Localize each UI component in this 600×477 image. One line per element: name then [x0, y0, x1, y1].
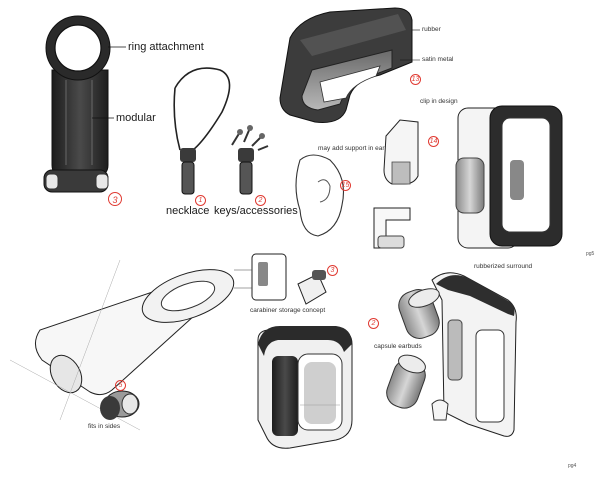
clip-in-concept: [455, 105, 563, 249]
rubber-label: rubber: [422, 26, 441, 33]
necklace-label: necklace: [166, 205, 210, 217]
ring-attachment-label: ring attachment: [128, 41, 204, 53]
concept-number-fits: 5: [115, 380, 126, 391]
clip-in-design-label: clip in design: [420, 98, 458, 105]
satin-metal-label: satin metal: [422, 56, 454, 63]
carabiner-storage-label: carabiner storage concept: [250, 307, 326, 314]
concept-number-carabiner: 13: [410, 74, 421, 85]
keys-concept: [231, 125, 269, 195]
rubberized-surround-label: rubberized surround: [474, 263, 533, 270]
concept-number-keys: 2: [255, 195, 266, 206]
modular-ring-concept: [43, 15, 126, 193]
page-number-5: pg5: [586, 251, 595, 257]
rendered-carabiner: [257, 326, 353, 449]
concept-number-ear: 15: [340, 180, 351, 191]
carabiner-storage-concept: [234, 253, 327, 305]
ear-support-label: may add support in ear: [318, 145, 385, 152]
concept-number-necklace: 1: [195, 195, 206, 206]
ear-support-concept: [295, 119, 419, 249]
fits-in-sides-concept: [9, 259, 235, 431]
fits-in-sides-label: fits in sides: [88, 423, 121, 430]
concept-number-capsule: 2: [368, 318, 379, 329]
concept-number-storage: 3: [327, 265, 338, 276]
concept-number-ring: 3: [108, 192, 122, 206]
keys-accessories-label: keys/accessories: [214, 205, 298, 217]
page-number-4: pg4: [568, 463, 577, 469]
capsule-earbuds-label: capsule earbuds: [374, 343, 422, 350]
rubber-carabiner-concept: [279, 7, 420, 123]
necklace-concept: [173, 67, 231, 195]
capsule-earbuds-concept: [386, 272, 517, 437]
modular-label: modular: [116, 112, 156, 124]
concept-number-clip: 14: [428, 136, 439, 147]
